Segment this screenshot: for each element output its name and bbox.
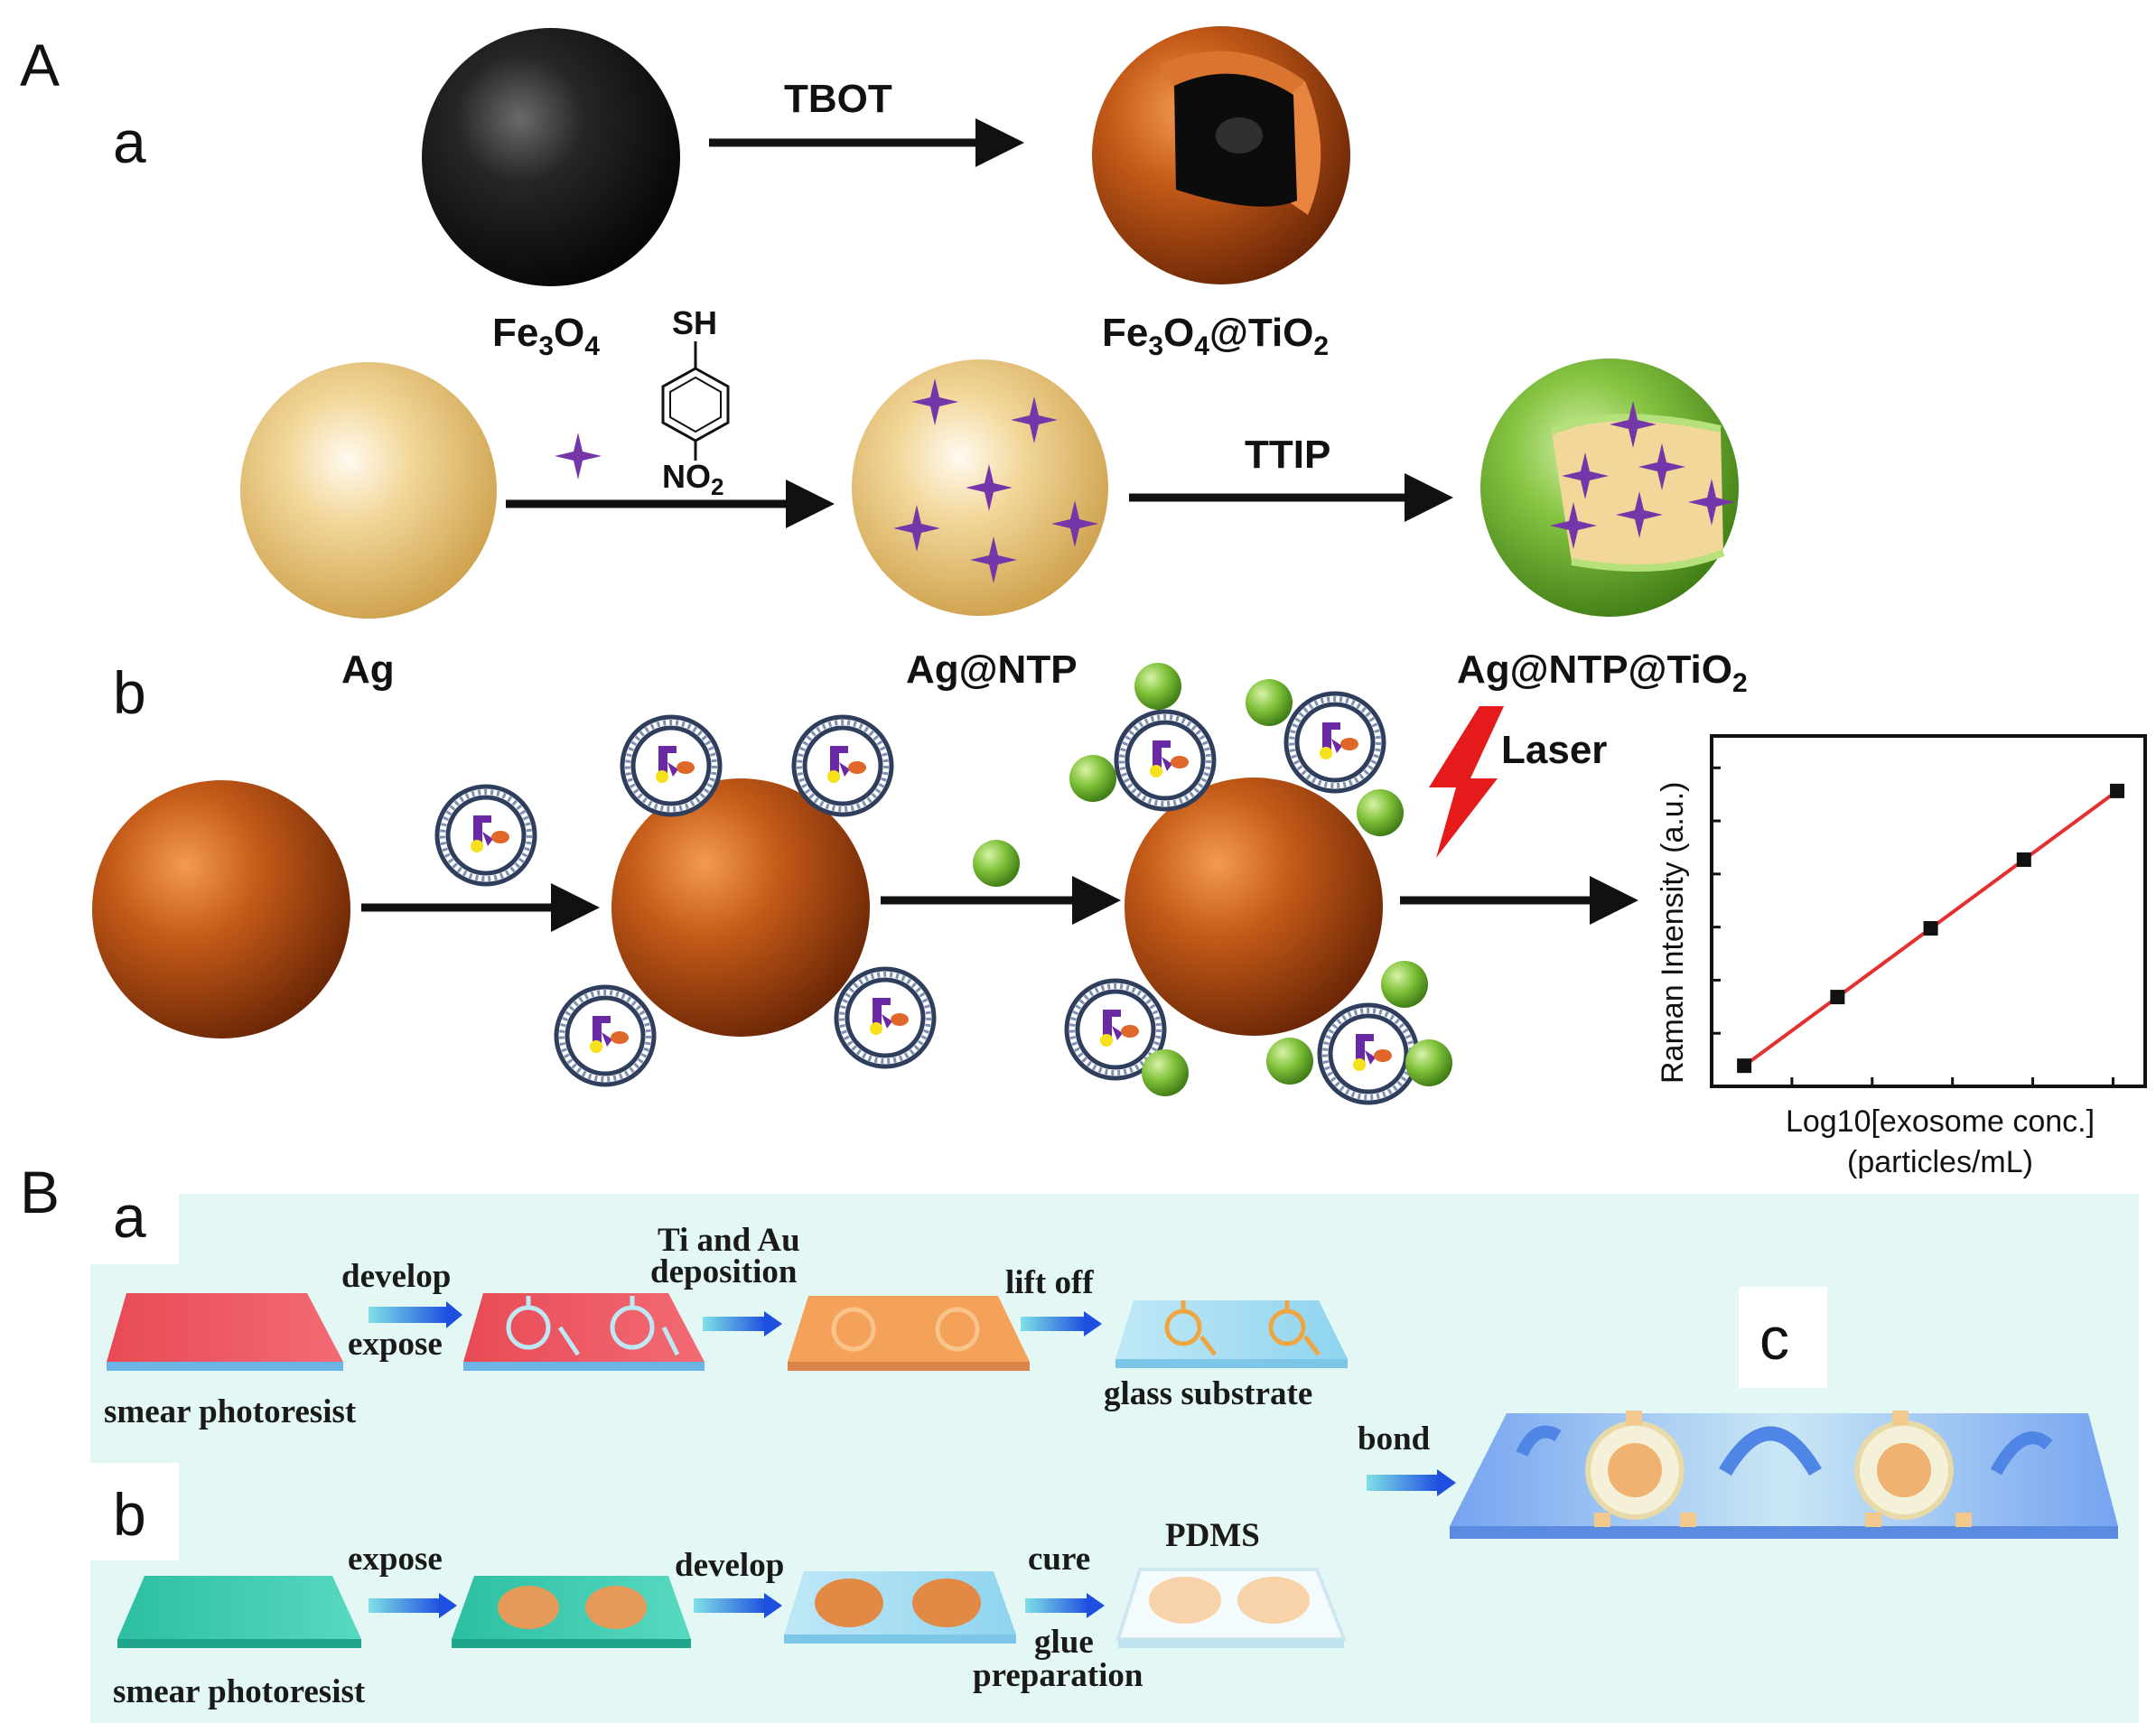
arrow-b2 — [694, 1598, 766, 1613]
laser-label: Laser — [1501, 728, 1607, 772]
smear-photoresist-label-a: smear photoresist — [104, 1393, 357, 1430]
bonded-microfluidic-chip — [1450, 1411, 2118, 1539]
pdms-label: PDMS — [1165, 1517, 1260, 1554]
teal-photoresist-slide — [117, 1576, 361, 1648]
metal-deposited-slide — [788, 1296, 1030, 1371]
expose-label-b: expose — [348, 1541, 443, 1578]
panel-label-Ba: a — [113, 1183, 146, 1250]
arrow-a3 — [1021, 1317, 1086, 1331]
chart-point — [1737, 1058, 1752, 1074]
patterned-photoresist-slide — [463, 1293, 705, 1371]
ti-au-label: Ti and Au — [658, 1222, 800, 1259]
bond-label: bond — [1358, 1420, 1431, 1458]
panel-label-A: A — [20, 32, 60, 98]
fe3o4-tio2-sphere — [1092, 26, 1350, 284]
chart-ticks — [1712, 766, 2114, 1086]
chart-x-axis-unit: (particles/mL) — [1847, 1145, 2033, 1179]
arrow-a1 — [369, 1307, 448, 1323]
fe3o4-label: Fe3O4 — [492, 311, 600, 361]
pdms-slab — [1115, 1568, 1347, 1648]
arrow-b3 — [1025, 1598, 1088, 1613]
arrow-a2 — [703, 1317, 766, 1331]
lift-off-label: lift off — [1005, 1264, 1094, 1301]
panel-label-B: B — [20, 1159, 60, 1225]
raman-calibration-chart: Raman Intensity (a.u.) Log10[exosome con… — [1656, 734, 2147, 1179]
ntp-star-icon — [555, 433, 602, 480]
molecule-sh: SH — [672, 304, 717, 341]
magnetic-bead-1 — [92, 780, 350, 1038]
expose-label: expose — [348, 1326, 443, 1363]
panel-label-Bb: b — [113, 1481, 146, 1548]
chart-point — [1830, 990, 1845, 1005]
preparation-label: preparation — [973, 1657, 1143, 1694]
laser-bolt-icon — [1429, 706, 1504, 858]
ag-ntp-label: Ag@NTP — [906, 647, 1078, 692]
deposition-label: deposition — [650, 1253, 798, 1290]
ag-ntp-tio2-label: Ag@NTP@TiO2 — [1457, 647, 1748, 698]
ntp-molecule: SH NO2 — [661, 304, 730, 500]
panel-label-a: a — [113, 108, 146, 175]
panel-label-b: b — [113, 659, 146, 726]
ag-ntp-sphere — [852, 359, 1108, 616]
glass-substrate-label: glass substrate — [1104, 1375, 1312, 1412]
chart-points — [1737, 783, 2125, 1074]
tio2-probe-icon — [973, 840, 1020, 887]
cure-label: cure — [1028, 1541, 1090, 1578]
disc-pattern-slide — [452, 1576, 691, 1648]
bond-arrow — [1367, 1475, 1439, 1491]
tbot-label: TBOT — [784, 77, 892, 121]
develop-label: develop — [341, 1258, 451, 1295]
bead-exosome-probe-complex — [1067, 663, 1452, 1103]
ag-ntp-tio2-sphere — [1480, 359, 1739, 617]
bead-exosome-complex — [556, 717, 934, 1085]
chart-point — [2110, 783, 2125, 798]
panel-label-c: c — [1759, 1305, 1789, 1372]
glue-label: glue — [1034, 1624, 1094, 1661]
mold-glass-slide — [784, 1571, 1016, 1644]
ttip-label: TTIP — [1245, 433, 1330, 477]
develop-label-b: develop — [675, 1547, 784, 1584]
chart-y-axis-label: Raman Intensity (a.u.) — [1656, 782, 1690, 1084]
arrow-b1 — [369, 1598, 441, 1613]
ag-label: Ag — [341, 647, 395, 692]
chart-frame — [1710, 734, 2147, 1088]
chart-point — [1923, 921, 1938, 936]
ag-sphere — [240, 362, 497, 619]
chart-x-axis-label: Log10[exosome conc.] — [1786, 1104, 2095, 1139]
fe3o4-sphere — [422, 28, 680, 286]
exosome-icon — [437, 787, 535, 884]
red-photoresist-slide — [107, 1293, 343, 1371]
fe3o4-tio2-label: Fe3O4@TiO2 — [1102, 311, 1329, 361]
electrode-glass-slide — [1115, 1300, 1348, 1368]
smear-photoresist-label-b: smear photoresist — [113, 1673, 366, 1710]
chart-point — [2016, 852, 2031, 867]
panel-c-box — [1739, 1287, 1827, 1388]
molecule-no2: NO2 — [662, 458, 723, 500]
